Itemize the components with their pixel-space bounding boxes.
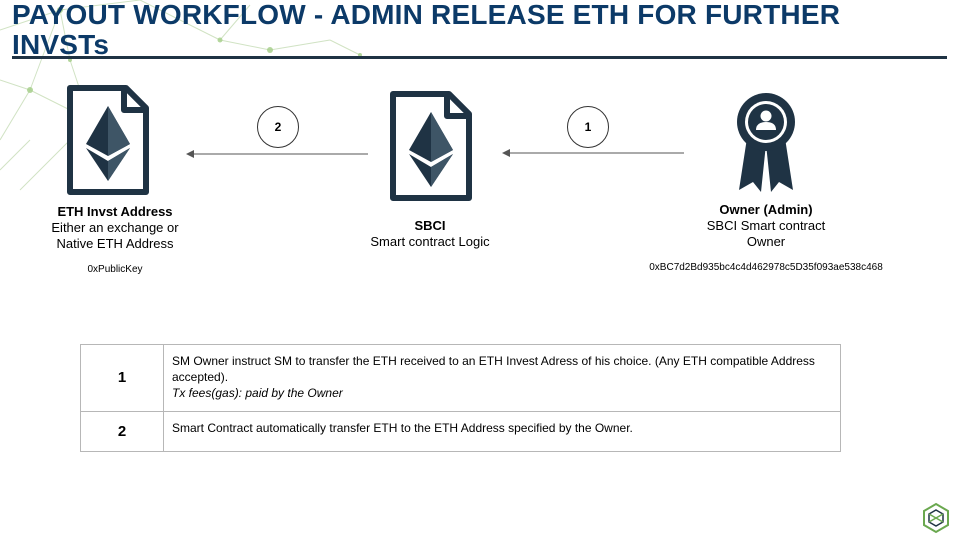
node-description: Smart contract Logic	[370, 234, 490, 249]
node-description: SBCI Smart contract	[706, 218, 826, 233]
step-description: Smart Contract automatically transfer ET…	[163, 411, 841, 452]
node-description: Native ETH Address	[56, 236, 174, 251]
ethereum-document-icon	[67, 85, 149, 195]
ethereum-document-icon	[390, 91, 472, 201]
page-title: PAYOUT WORKFLOW - ADMIN RELEASE ETH FOR …	[12, 0, 841, 60]
node-name: SBCI	[414, 218, 446, 233]
title-divider	[12, 56, 947, 59]
step-description: SM Owner instruct SM to transfer the ETH…	[163, 344, 841, 412]
step-1-circle: 1	[567, 106, 609, 148]
owner-node: Owner (Admin) SBCI Smart contract Owner …	[630, 202, 902, 276]
step-number: 2	[80, 411, 164, 452]
node-description: Either an exchange or	[51, 220, 179, 235]
owner-award-badge-icon	[737, 93, 795, 192]
node-name: Owner (Admin)	[719, 202, 813, 217]
step-text: SM Owner instruct SM to transfer the ETH…	[172, 354, 815, 384]
sbci-node: SBCI Smart contract Logic	[345, 218, 515, 250]
arrow-sbci-to-eth-address	[186, 150, 368, 158]
node-address: 0xPublicKey	[87, 264, 143, 275]
eth-invest-address-node: ETH Invst Address Either an exchange or …	[30, 204, 200, 278]
node-address: 0xBC7d2Bd935bc4c4d462978c5D35f093ae538c4…	[649, 262, 883, 273]
steps-table: 1 SM Owner instruct SM to transfer the E…	[80, 344, 841, 452]
company-logo-icon	[923, 502, 949, 534]
step-text: Smart Contract automatically transfer ET…	[172, 421, 633, 435]
table-row: 1 SM Owner instruct SM to transfer the E…	[80, 344, 841, 412]
step-note: Tx fees(gas): paid by the Owner	[172, 386, 343, 400]
node-description: Owner	[746, 234, 786, 249]
node-name: ETH Invst Address	[57, 204, 173, 219]
step-number: 1	[80, 344, 164, 412]
arrow-owner-to-sbci	[502, 149, 684, 157]
step-2-circle: 2	[257, 106, 299, 148]
table-row: 2 Smart Contract automatically transfer …	[80, 411, 841, 452]
